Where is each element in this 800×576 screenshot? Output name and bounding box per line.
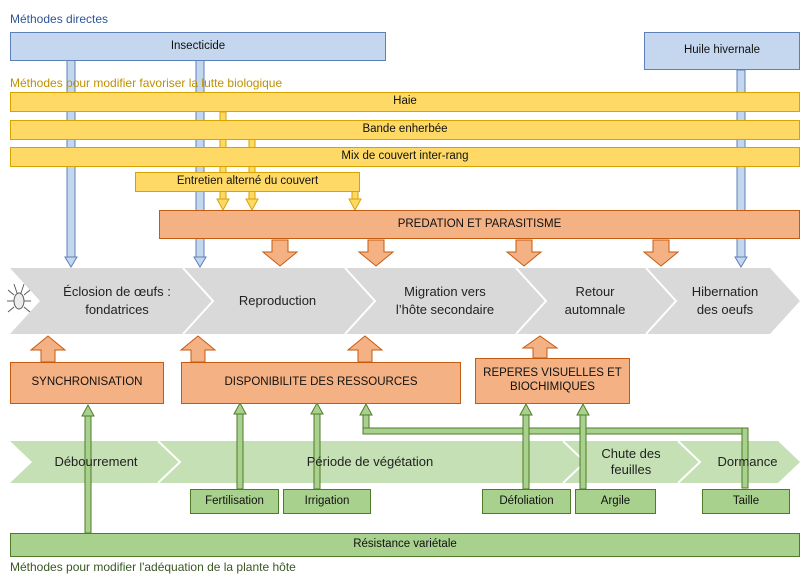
grass-strip-bar: Bande enherbée bbox=[10, 120, 800, 140]
stage-return-label: Retour automnale bbox=[564, 284, 626, 317]
direct-methods-header: Méthodes directes bbox=[10, 12, 109, 26]
hedge-bar: Haie bbox=[10, 92, 800, 112]
chevron-dormancy bbox=[676, 441, 800, 483]
aphid-icon bbox=[7, 283, 31, 313]
biological-methods-header: Méthodes pour modifier favoriser la lutt… bbox=[10, 76, 283, 90]
pruning-box: Taille bbox=[702, 489, 790, 514]
plant-cycle-chevrons bbox=[10, 441, 800, 483]
fertilisation-box: Fertilisation bbox=[190, 489, 279, 514]
chevron-return bbox=[513, 268, 676, 334]
plant-stage-leaf-fall-label: Chute des feuilles bbox=[601, 445, 661, 477]
resources-box: DISPONIBILITE DES RESSOURCES bbox=[181, 362, 461, 404]
stage-migration-label: Migration vers l’hôte secondaire bbox=[395, 284, 495, 317]
plant-stage-budbreak-label: Débourrement bbox=[54, 453, 138, 469]
cover-mix-bar: Mix de couvert inter-rang bbox=[10, 147, 800, 167]
chevron-vegetation bbox=[156, 441, 585, 483]
chevron-budbreak bbox=[10, 441, 180, 483]
chevron-leaf-fall bbox=[561, 441, 700, 483]
stage-reproduction-label: Reproduction bbox=[238, 293, 317, 309]
plant-methods-header: Méthodes pour modifier l'adéquation de l… bbox=[10, 560, 296, 574]
chevron-hatching bbox=[10, 268, 213, 334]
predation-arrows bbox=[261, 239, 680, 267]
chevron-migration bbox=[342, 268, 546, 334]
clay-box: Argile bbox=[575, 489, 656, 514]
predation-box: PREDATION ET PARASITISME bbox=[159, 210, 800, 239]
stage-hatching-label: Éclosion de œufs : fondatrices bbox=[63, 284, 171, 317]
aphid-cycle-chevrons bbox=[10, 268, 800, 334]
stage-hibernation-label: Hibernation des oeufs bbox=[691, 284, 759, 317]
defoliation-box: Défoliation bbox=[482, 489, 571, 514]
winter-oil-box: Huile hivernale bbox=[644, 32, 800, 70]
cues-box: REPERES VISUELLES ET BIOCHIMIQUES bbox=[475, 358, 630, 404]
plant-stage-vegetation-label: Période de végétation bbox=[306, 453, 434, 469]
resistance-bar: Résistance variétale bbox=[10, 533, 800, 557]
irrigation-box: Irrigation bbox=[283, 489, 371, 514]
synchronisation-box: SYNCHRONISATION bbox=[10, 362, 164, 404]
insecticide-box: Insecticide bbox=[10, 32, 386, 61]
alternate-maintenance-box: Entretien alterné du couvert bbox=[135, 172, 360, 192]
chevron-reproduction bbox=[180, 268, 375, 334]
factor-arrows bbox=[29, 335, 559, 363]
plant-stage-dormancy-label: Dormance bbox=[717, 453, 778, 469]
chevron-hibernation bbox=[643, 268, 800, 334]
